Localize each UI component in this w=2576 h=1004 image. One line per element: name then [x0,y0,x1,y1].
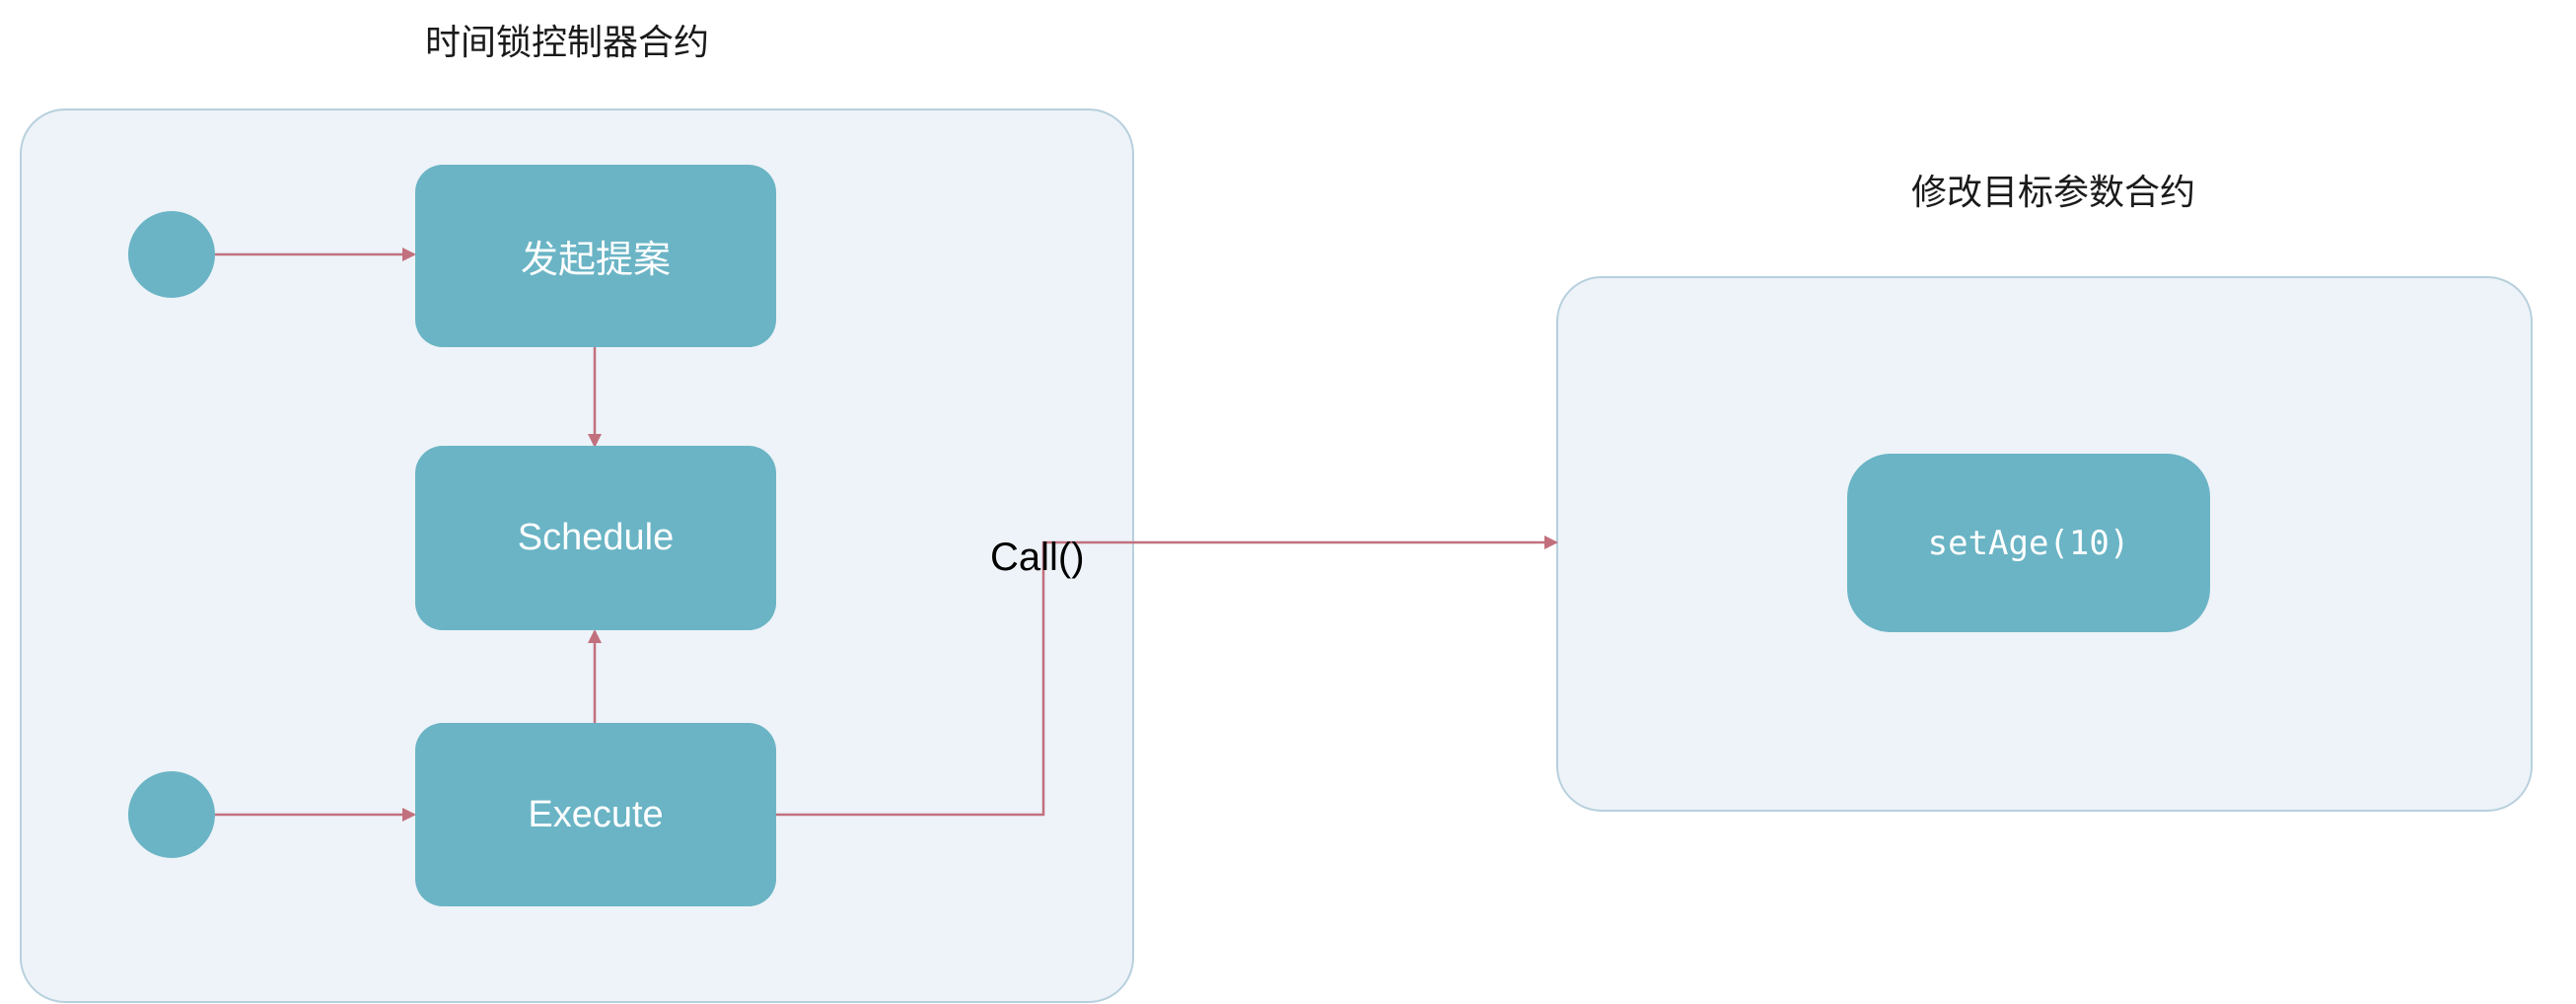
right-container-title: 修改目标参数合约 [1910,173,2196,213]
left-container-title: 时间锁控制器合约 [424,23,710,63]
edge-execute-call-to-target [776,536,1558,817]
propose-node: 发起提案 [415,165,776,347]
propose-node-label: 发起提案 [520,238,671,281]
schedule-node: Schedule [415,446,776,630]
set-age-node-label: setAge(10) [1927,523,2130,563]
set-age-node: setAge(10) [1847,454,2210,632]
schedule-node-label: Schedule [517,517,675,558]
start-node-1 [128,211,215,298]
call-edge-label: Call() [990,536,1085,579]
execute-node: Execute [415,723,776,906]
execute-node-label: Execute [528,793,664,835]
start-node-2 [128,771,215,858]
